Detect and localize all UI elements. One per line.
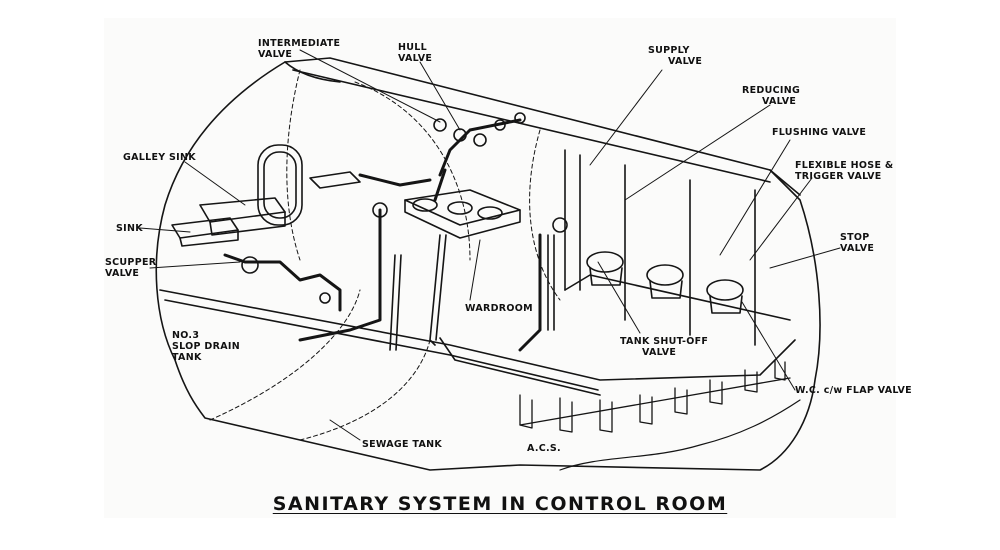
label-acs: A.C.S. [527, 443, 561, 454]
valve-cluster [241, 112, 568, 304]
label-wc-flap-valve: W.C. c/w FLAP VALVE [795, 385, 912, 396]
diagram-title: SANITARY SYSTEM IN CONTROL ROOM [272, 493, 728, 515]
sinks [171, 197, 286, 247]
pipework [223, 118, 542, 352]
label-flexible-hose: FLEXIBLE HOSE &TRIGGER VALVE [795, 160, 894, 182]
wardroom-tanks [309, 171, 521, 239]
label-galley-sink: GALLEY SINK [123, 152, 196, 163]
leader-lines [139, 49, 841, 441]
bilge-frames [519, 359, 791, 433]
label-sewage-tank: SEWAGE TANK [362, 439, 443, 450]
doorway [257, 144, 303, 226]
hull-outline [155, 57, 821, 471]
label-sink: SINK [116, 223, 143, 234]
label-flushing-valve: FLUSHING VALVE [772, 127, 867, 138]
keel-lines [559, 399, 801, 471]
deck [159, 289, 796, 396]
label-wardroom: WARDROOM [465, 303, 533, 314]
sewage-pipes [389, 234, 555, 351]
frame-curves [209, 69, 561, 441]
